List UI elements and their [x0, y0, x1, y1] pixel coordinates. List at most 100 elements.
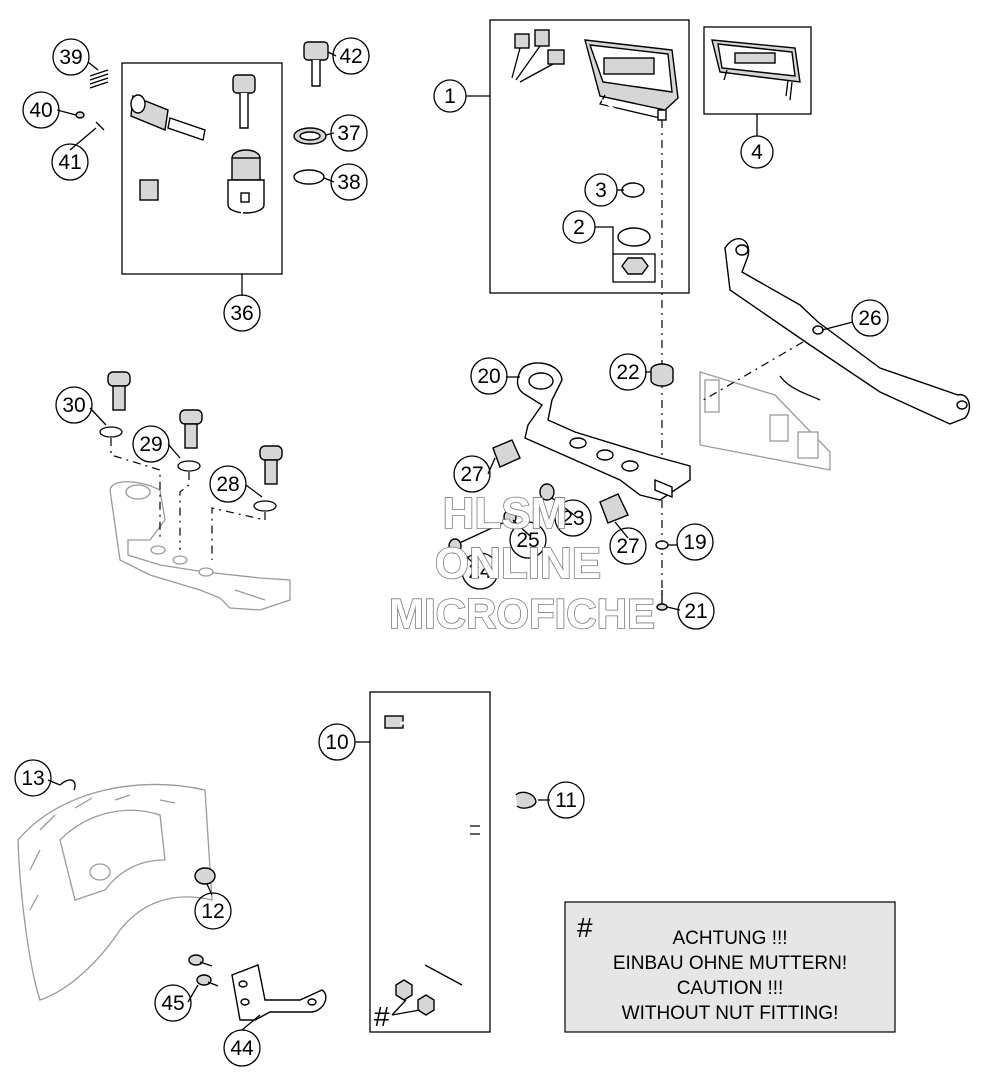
speedometer-cover-part-4	[711, 39, 801, 101]
notice-line-4: WITHOUT NUT FITTING!	[622, 1003, 839, 1024]
speedometer-bracket-part-20	[516, 362, 691, 501]
svg-text:19: 19	[683, 531, 706, 554]
callout-41: 41	[51, 143, 89, 181]
svg-text:4: 4	[751, 141, 763, 164]
spacer-part-23	[539, 483, 555, 501]
svg-text:10: 10	[325, 731, 348, 754]
cap-part-27-upper	[492, 439, 521, 468]
svg-text:13: 13	[21, 767, 44, 790]
callout-45: 45	[154, 984, 192, 1022]
svg-text:39: 39	[59, 46, 82, 69]
pin-30-guide	[110, 438, 161, 540]
pin-29-guide	[179, 472, 190, 550]
callout-25: 25	[509, 521, 547, 559]
rubber-bush-part-22	[650, 363, 674, 387]
svg-text:40: 40	[29, 99, 52, 122]
svg-text:1: 1	[444, 85, 456, 108]
callout-29: 29	[132, 425, 170, 463]
svg-text:27: 27	[616, 535, 639, 558]
ignition-lock-group-box	[121, 62, 283, 275]
callout-44: 44	[223, 1029, 261, 1067]
lock-cylinder	[130, 94, 206, 141]
callout-20: 20	[470, 357, 508, 395]
pin-part-30	[99, 371, 131, 438]
speedometer-group-box	[489, 19, 690, 294]
notice-line-3: CAUTION !!!	[677, 978, 784, 999]
watermark: HLSM ONLINE MICROFICHE	[388, 488, 656, 638]
svg-text:MICROFICHE: MICROFICHE	[389, 590, 655, 637]
svg-text:44: 44	[230, 1037, 254, 1060]
callout-42: 42	[332, 37, 370, 75]
svg-text:21: 21	[684, 600, 707, 623]
gasket-part-37	[293, 127, 327, 145]
callout-21: 21	[677, 592, 715, 630]
ignition-key-small	[232, 74, 256, 129]
ignition-switch-cable	[139, 179, 243, 246]
screw-part-21	[656, 590, 668, 611]
small-parts-inset-box	[612, 253, 656, 283]
callout-11: 11	[547, 781, 585, 819]
callout-28: 28	[209, 465, 247, 503]
callout-24: 24	[461, 552, 499, 590]
bolt-part-24	[448, 521, 506, 554]
svg-text:29: 29	[139, 433, 162, 456]
svg-text:HLSM: HLSM	[443, 489, 568, 538]
svg-text:36: 36	[230, 302, 253, 325]
spacer-part-12	[194, 867, 216, 885]
speedometer-unit	[584, 39, 679, 121]
ball-part-40	[75, 111, 85, 119]
svg-text:ONLINE: ONLINE	[435, 539, 601, 588]
speedometer-wiring-harness	[503, 29, 629, 154]
svg-text:24: 24	[468, 560, 492, 583]
svg-text:42: 42	[339, 45, 362, 68]
svg-text:23: 23	[561, 507, 584, 530]
sensor-bracket-part-44	[231, 964, 327, 1021]
svg-text:27: 27	[460, 463, 483, 486]
callout-2: 2	[562, 210, 596, 244]
callout-30: 30	[55, 386, 93, 424]
installation-notice-panel: # ACHTUNG !!! EINBAU OHNE MUTTERN! CAUTI…	[564, 901, 896, 1033]
brake-disc-ghost	[17, 783, 213, 1001]
speed-sensor-cable-part-10	[384, 715, 480, 986]
callout-10: 10	[318, 723, 356, 761]
svg-text:12: 12	[201, 900, 224, 923]
svg-text:2: 2	[573, 216, 585, 239]
svg-text:45: 45	[161, 992, 184, 1015]
svg-text:37: 37	[337, 122, 360, 145]
callout-12: 12	[194, 892, 232, 930]
cable-nut-marker: #	[374, 1001, 390, 1032]
callout-22: 22	[609, 353, 647, 391]
key-blank-part-42	[303, 41, 329, 87]
callout-27-lower: 27	[609, 527, 647, 565]
cap-part-3	[621, 182, 645, 198]
svg-text:26: 26	[858, 307, 881, 330]
notice-symbol: #	[577, 912, 593, 943]
washer-part-19	[655, 540, 669, 550]
notice-line-1: ACHTUNG !!!	[672, 928, 787, 949]
svg-text:30: 30	[62, 394, 85, 417]
svg-text:38: 38	[337, 171, 360, 194]
callout-13: 13	[14, 759, 52, 797]
speed-sensor-cable-box	[369, 691, 491, 1033]
callout-19: 19	[676, 523, 714, 561]
nuts-not-fitted	[391, 979, 435, 1016]
callout-38: 38	[330, 163, 368, 201]
pin-part-28	[253, 445, 283, 512]
svg-text:41: 41	[58, 151, 81, 174]
cable-clip-part-11	[515, 791, 537, 809]
ignition-switch-body	[227, 149, 265, 214]
svg-text:11: 11	[555, 789, 577, 812]
callout-36: 36	[223, 294, 261, 332]
pin-28-guide	[211, 507, 266, 560]
callout-4: 4	[740, 135, 774, 169]
headlight-mask-plate-ghost	[699, 371, 831, 471]
pin-part-41	[69, 121, 105, 151]
callout-40: 40	[22, 91, 60, 129]
svg-text:20: 20	[477, 365, 500, 388]
callout-39: 39	[52, 38, 90, 76]
pin-part-29	[177, 409, 203, 472]
spring-part-39	[89, 69, 109, 89]
circlip-part-13	[59, 779, 76, 791]
callout-3: 3	[584, 173, 618, 207]
